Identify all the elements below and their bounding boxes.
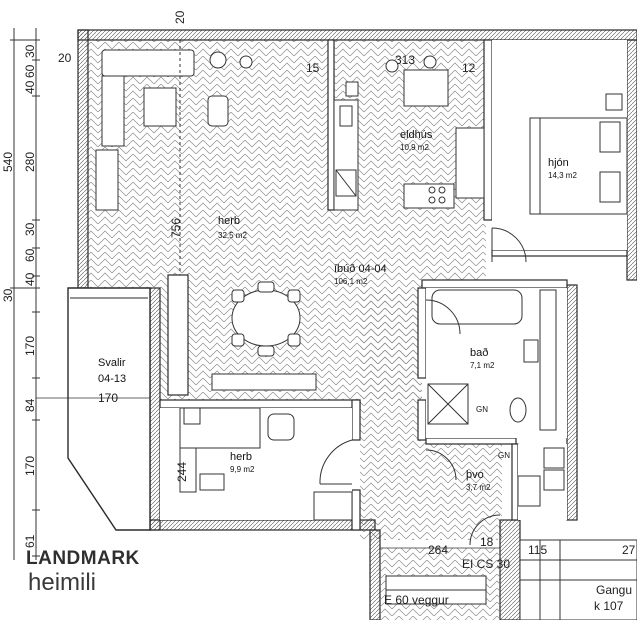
dim-left-170a: 170 [23,336,37,356]
label-gn-2: GN [498,451,510,460]
room-bathroom-name: bað [470,347,488,359]
room-master-area: 14,3 m2 [548,171,577,180]
label-fire-wall: E 60 veggur [384,593,449,607]
dim-left-30b: 30 [23,222,37,236]
small-bedroom [160,407,353,521]
bathroom [425,288,567,438]
dim-left-170b: 170 [23,456,37,476]
interior-walls [159,39,628,531]
living-room-furniture [95,40,317,391]
label-gn-1: GN [476,405,488,414]
room-apartment-area: 106,1 m2 [334,277,368,286]
dim-inner-170: 170 [98,391,118,405]
dim-left-84: 84 [23,398,37,412]
dim-left-60a: 60 [23,64,37,78]
dim-left-60b: 60 [23,248,37,262]
master-bedroom [491,40,628,263]
dim-left-540: 540 [1,152,15,172]
balcony [36,287,151,531]
room-living-name: herb [218,215,240,227]
room-balcony-name: Svalir [98,357,126,369]
dim-inner-115: 115 [528,543,547,557]
label-corridor: Gangu [596,583,632,597]
left-dimension-line [10,28,40,560]
logo-heimili: heimili [28,569,96,596]
room-kitchen-area: 10,9 m2 [400,143,429,152]
room-small-bedroom-area: 9,9 m2 [230,465,255,474]
dim-left-40a: 40 [23,80,37,94]
logo-landmark: LANDMARK [26,548,140,569]
dim-top-12: 12 [462,61,476,75]
dim-inner-756: 756 [169,218,183,238]
room-living-area: 32,5 m2 [218,231,247,240]
dim-inner-244: 244 [175,462,189,482]
room-balcony-code: 04-13 [98,373,126,385]
room-laundry-area: 3,7 m2 [466,483,491,492]
dim-inner-264: 264 [428,543,448,557]
walls [77,29,637,620]
dim-left-40b: 40 [23,272,37,286]
dim-top-313: 313 [395,53,415,67]
room-laundry-name: þvo [466,469,484,481]
room-bathroom-area: 7,1 m2 [470,361,495,370]
label-corridor-code: k 107 [594,599,624,613]
room-master-name: hjón [548,157,569,169]
dim-left-30a: 30 [23,44,37,58]
kitchen-fixtures [333,55,485,211]
room-small-bedroom-name: herb [230,451,252,463]
dim-top-15: 15 [306,61,320,75]
dim-left-30c: 30 [1,288,15,302]
corridor-area [380,514,637,620]
dim-top-20-rotated: 20 [173,10,187,24]
dim-left-61: 61 [23,534,37,548]
room-apartment-name: íbúð 04-04 [334,263,387,275]
dim-left-280: 280 [23,152,37,172]
dim-inner-27: 27 [622,543,636,557]
room-kitchen-name: eldhús [400,129,433,141]
label-fire-door: EI CS 30 [462,557,510,571]
laundry-room [425,444,567,520]
dim-inner-18: 18 [480,535,494,549]
dim-top-20: 20 [58,51,72,65]
